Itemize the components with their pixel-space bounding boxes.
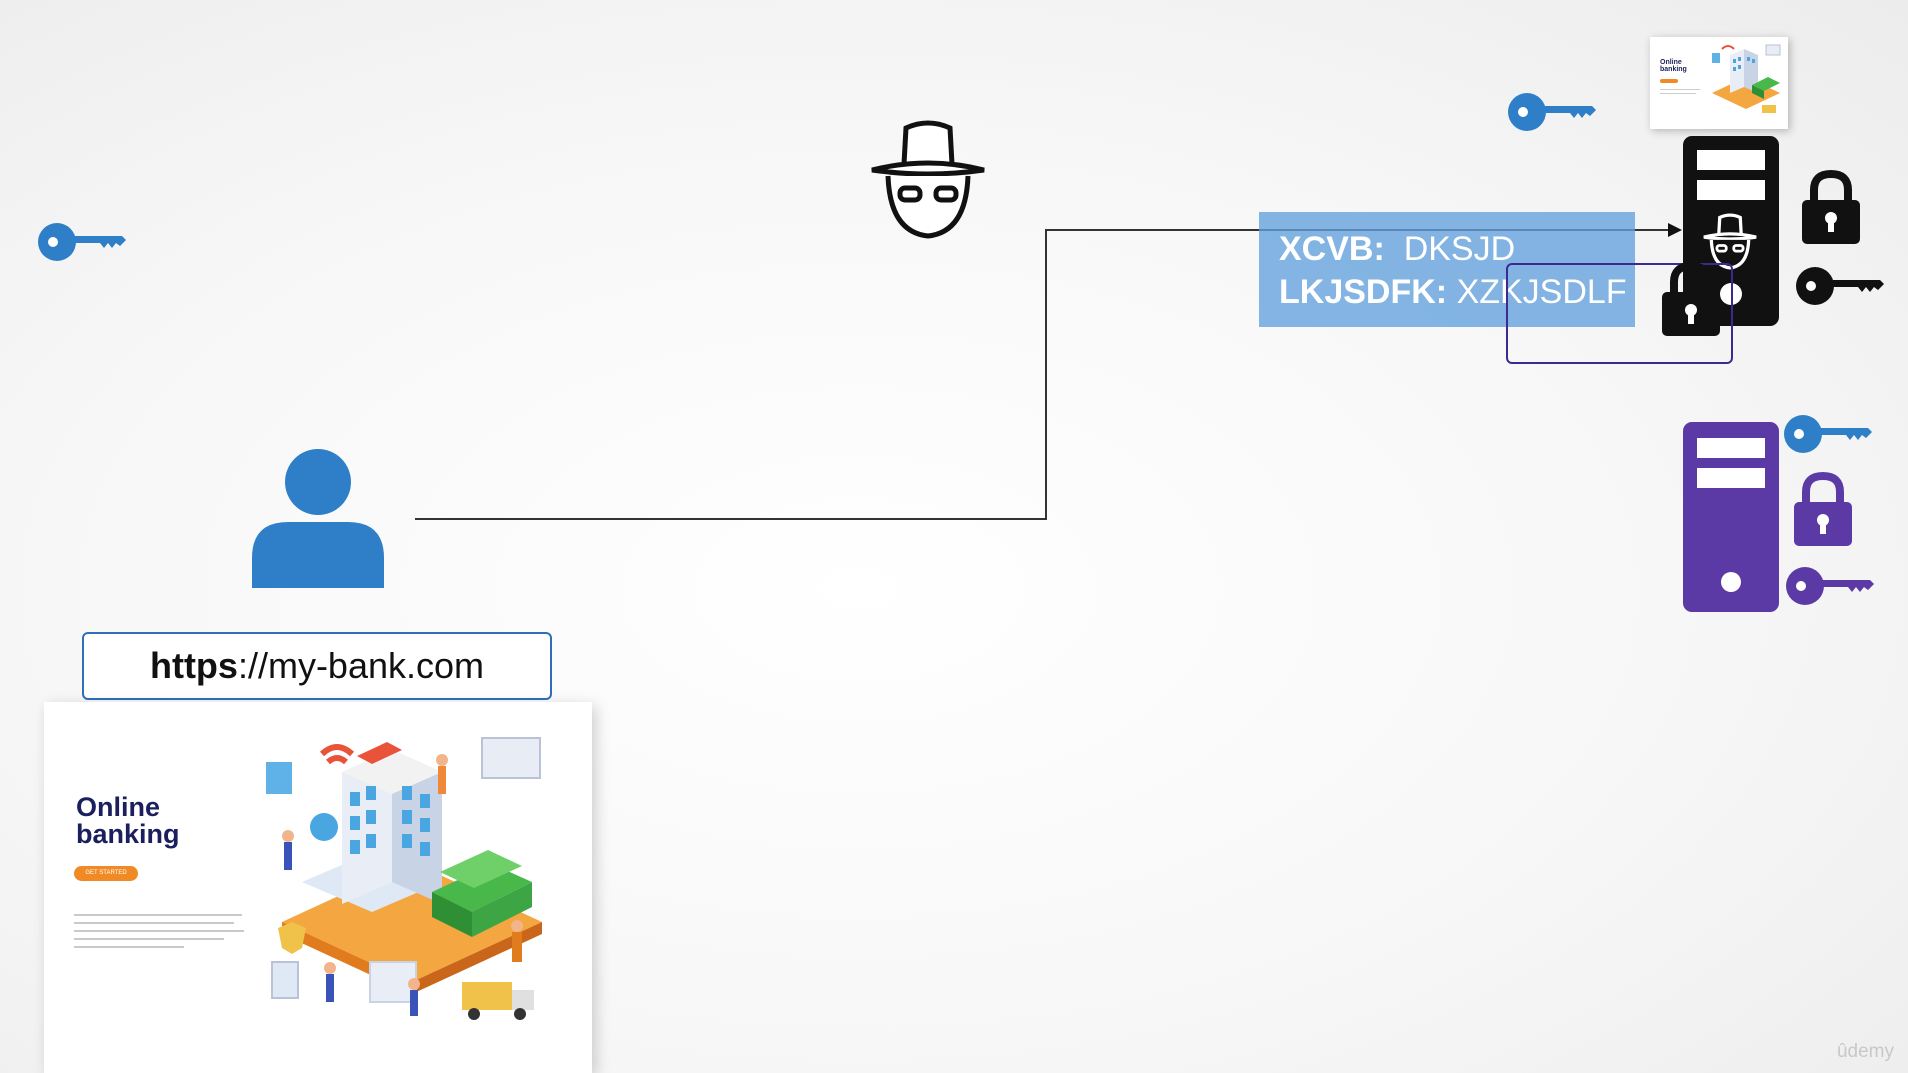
lock-icon [1662, 261, 1720, 336]
url-bar[interactable]: https://my-bank.com [82, 632, 552, 700]
thumbnail-title: Online banking [1660, 59, 1687, 73]
key-icon [1796, 267, 1884, 305]
thumbnail-text-line [1660, 89, 1700, 90]
thumbnail-text-line [1660, 93, 1696, 94]
text-line [74, 938, 224, 940]
message-row: XCVB: DKSJD [1279, 230, 1516, 268]
get-started-button[interactable]: GET STARTED [74, 866, 138, 881]
bank-illustration [266, 737, 542, 1020]
key-icon [1784, 415, 1872, 453]
website-preview: Online banking GET STARTED [44, 702, 592, 1073]
url-address: ://my-bank.com [237, 645, 485, 686]
thumbnail-button [1660, 79, 1678, 83]
user-icon [252, 449, 384, 588]
server-icon [1683, 422, 1779, 612]
encrypted-envelope [1506, 263, 1733, 364]
lock-icon [1794, 471, 1852, 546]
watermark: ûdemy [1836, 1041, 1894, 1062]
key-icon [38, 223, 126, 261]
text-line [74, 914, 242, 916]
hacker-icon [1703, 213, 1757, 270]
intercepted-message: XCVB: DKSJD LKJSDFK: XZKJSDLF [1259, 212, 1635, 327]
site-title: Online banking [76, 792, 180, 849]
thumbnail-illustration [1712, 44, 1781, 113]
message-row: LKJSDFK: XZKJSDLF [1279, 273, 1627, 311]
url-protocol: https [149, 645, 238, 686]
hacker-icon [871, 120, 985, 239]
text-line [74, 922, 234, 924]
website-thumbnail: Online banking [1650, 37, 1788, 129]
key-icon [1508, 93, 1596, 131]
lock-icon [1802, 169, 1860, 244]
text-line [74, 930, 244, 932]
text-line [74, 946, 184, 948]
key-icon [1786, 567, 1874, 605]
